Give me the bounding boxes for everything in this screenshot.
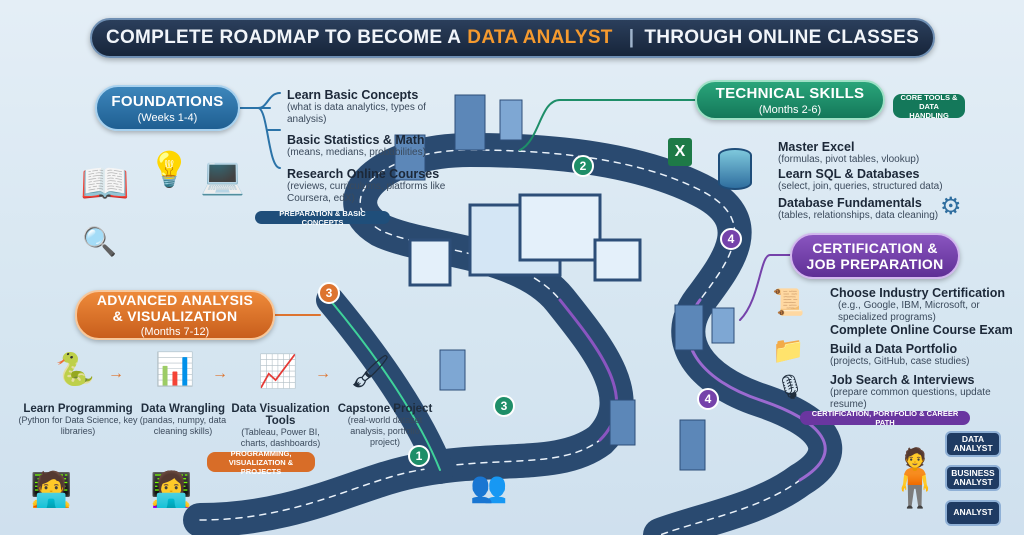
item-desc: (reviews, curriculums, platforms like Co… xyxy=(287,181,446,204)
advanced-item: Data Wrangling (pandas, numpy, data clea… xyxy=(138,403,228,437)
technical-pill: TECHNICAL SKILLS (Months 2-6) xyxy=(695,80,885,120)
certificate-icon: 📜 xyxy=(772,287,805,317)
advanced-item: Capstone Project (real-world dataset ana… xyxy=(335,403,435,447)
certification-item: Job Search & Interviews (prepare common … xyxy=(830,373,1000,411)
road-marker: 3 xyxy=(493,395,515,417)
foundations-period: (Weeks 1-4) xyxy=(137,111,198,124)
certification-item: Build a Data Portfolio (projects, GitHub… xyxy=(830,342,1020,368)
road-marker: 1 xyxy=(408,445,430,467)
arrow-icon: → xyxy=(108,365,124,382)
foundations-item: Research Online Courses (reviews, curric… xyxy=(287,167,447,205)
item-title: Data Visualization Tools xyxy=(231,403,330,427)
item-title: Build a Data Portfolio xyxy=(830,342,958,356)
item-desc: (pandas, numpy, data cleaning skills) xyxy=(139,415,227,436)
item-title: Research Online Courses xyxy=(287,167,440,181)
title-subtext: THROUGH ONLINE CLASSES xyxy=(644,27,920,48)
certification-badge: CERTIFICATION, PORTFOLIO & CAREER PATH xyxy=(800,409,970,427)
book-icon: 📖 xyxy=(80,162,130,206)
career-analyst: ANALYST xyxy=(945,500,1001,526)
foundations-badge: PREPARATION & BASIC CONCEPTS xyxy=(255,209,390,227)
advanced-heading-2: & VISUALIZATION xyxy=(112,308,238,324)
building-icons xyxy=(394,94,735,471)
certification-item: Choose Industry Certification (e.g., Goo… xyxy=(830,286,1020,324)
paintbrush-icon: 🖌 xyxy=(350,353,391,389)
advanced-item: Data Visualization Tools (Tableau, Power… xyxy=(228,403,333,449)
career-business-analyst: BUSINESS ANALYST xyxy=(945,465,1001,491)
technical-badge: CORE TOOLS & DATA HANDLING xyxy=(893,93,965,120)
item-title: Capstone Project xyxy=(337,403,433,415)
advanced-pill: ADVANCED ANALYSIS & VISUALIZATION (Month… xyxy=(75,290,275,340)
certification-item: Complete Online Course Exam xyxy=(830,323,1020,337)
road-marker: 4 xyxy=(697,388,719,410)
item-title: Learn Basic Concepts xyxy=(287,88,419,102)
item-desc: (real-world dataset analysis, portfolio … xyxy=(347,415,423,447)
presenter-icon: 🧍 xyxy=(880,446,950,509)
road-marker: 2 xyxy=(572,155,594,177)
item-desc: (what is data analytics, types of analys… xyxy=(287,102,426,125)
career-data-analyst: DATA ANALYST xyxy=(945,431,1001,457)
certification-heading-2: JOB PREPARATION xyxy=(806,256,944,272)
page-title: COMPLETE ROADMAP TO BECOME A DATA ANALYS… xyxy=(90,18,935,58)
foundations-item: Learn Basic Concepts (what is data analy… xyxy=(287,88,457,126)
title-separator: | xyxy=(628,27,635,48)
item-desc: (means, medians, probabilities) xyxy=(287,147,426,158)
technical-item: Master Excel (formulas, pivot tables, vl… xyxy=(778,140,958,166)
advanced-heading: ADVANCED ANALYSIS xyxy=(96,292,254,308)
item-title: Database Fundamentals xyxy=(778,196,922,210)
item-desc: (select, join, queries, structured data) xyxy=(778,181,943,192)
excel-icon: X xyxy=(668,138,692,166)
advanced-badge: PROGRAMMING, VISUALIZATION & PROJECTS xyxy=(207,449,315,476)
advanced-period: (Months 7-12) xyxy=(140,326,210,338)
technical-period: (Months 2-6) xyxy=(758,103,822,116)
advanced-item: Learn Programming (Python for Data Scien… xyxy=(18,403,138,437)
item-desc: (formulas, pivot tables, vlookup) xyxy=(778,154,920,165)
lightbulb-icon: 💡 xyxy=(148,151,191,189)
python-icon: 🐍 xyxy=(55,351,95,387)
certification-heading: CERTIFICATION & xyxy=(812,240,938,256)
item-title: Learn SQL & Databases xyxy=(778,167,920,181)
item-title: Choose Industry Certification xyxy=(830,286,1006,300)
magnifier-icon: 🔍 xyxy=(82,226,117,257)
certification-pill: CERTIFICATION & JOB PREPARATION xyxy=(790,233,960,279)
microphone-icon: 🎙 xyxy=(775,374,806,401)
road-marker: 4 xyxy=(720,228,742,250)
person-at-computer-icon: 🧑‍💻 xyxy=(30,471,73,509)
item-desc: (Tableau, Power BI, charts, dashboards) xyxy=(240,427,321,448)
item-desc: (tables, relationships, data cleaning) xyxy=(778,210,939,221)
item-title: Master Excel xyxy=(778,140,855,154)
person-at-computer-icon: 👩‍💻 xyxy=(150,471,193,509)
technical-item: Database Fundamentals (tables, relations… xyxy=(778,196,978,222)
arrow-icon: → xyxy=(315,365,331,382)
laptop-icon: 💻 xyxy=(200,155,245,196)
foundations-pill: FOUNDATIONS (Weeks 1-4) xyxy=(95,85,240,131)
item-desc: (prepare common questions, update resume… xyxy=(830,387,991,410)
team-icon: 👥 xyxy=(470,471,508,504)
technical-heading: TECHNICAL SKILLS xyxy=(715,84,865,102)
folder-icon: 📁 xyxy=(772,335,805,365)
title-highlight: DATA ANALYST xyxy=(467,27,613,48)
item-desc: (e.g., Google, IBM, Microsoft, or specia… xyxy=(838,300,980,323)
bar-chart-icon: 📊 xyxy=(155,351,195,387)
arrow-icon: → xyxy=(212,365,228,382)
item-title: Job Search & Interviews xyxy=(830,373,975,387)
road-marker: 3 xyxy=(318,282,340,304)
item-title: Learn Programming xyxy=(23,403,133,415)
item-title: Basic Statistics & Math xyxy=(287,133,425,147)
item-desc: (projects, GitHub, case studies) xyxy=(830,356,970,367)
dashboard-icon: 📈 xyxy=(258,353,298,389)
gears-icon: ⚙ xyxy=(940,193,962,220)
item-desc: (Python for Data Science, key libraries) xyxy=(18,415,138,436)
title-text: COMPLETE ROADMAP TO BECOME A xyxy=(105,27,462,48)
foundations-item: Basic Statistics & Math (means, medians,… xyxy=(287,133,467,159)
database-icon xyxy=(718,148,752,190)
item-title: Data Wrangling xyxy=(140,403,226,415)
foundations-heading: FOUNDATIONS xyxy=(111,92,224,110)
item-title: Complete Online Course Exam xyxy=(830,323,1013,337)
technical-item: Learn SQL & Databases (select, join, que… xyxy=(778,167,978,193)
